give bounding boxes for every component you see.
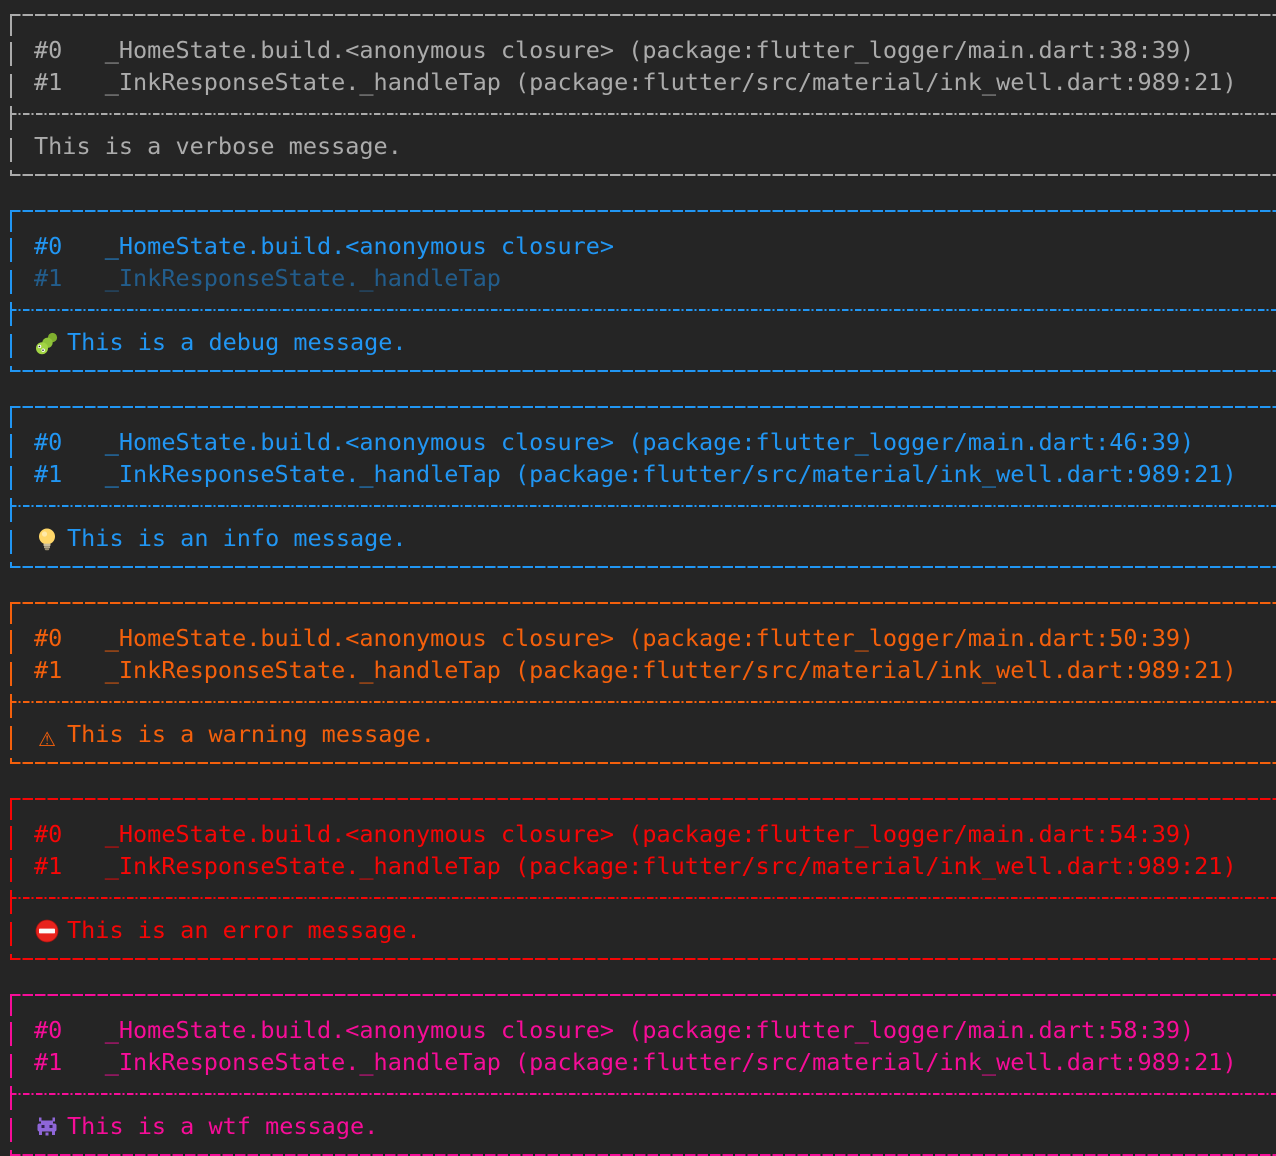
box-bottom-border bbox=[10, 566, 1276, 568]
stack-frame-index: #0 bbox=[34, 624, 63, 652]
box-bottom-border bbox=[10, 174, 1276, 176]
alien-monster-emoji-icon bbox=[34, 1114, 60, 1140]
stack-frame-index: #1 bbox=[34, 460, 63, 488]
log-message-text: This is a warning message. bbox=[67, 720, 435, 748]
stack-frame: #0 _HomeState.build.<anonymous closure> (… bbox=[10, 818, 1276, 850]
stack-frame: #0 _HomeState.build.<anonymous closure> (… bbox=[10, 426, 1276, 458]
stack-frame-text: _HomeState.build.<anonymous closure> (pa… bbox=[104, 1016, 1195, 1044]
log-block-wtf: #0 _HomeState.build.<anonymous closure> (… bbox=[10, 994, 1276, 1156]
box-divider-line bbox=[10, 309, 1276, 311]
stack-frame-text: _HomeState.build.<anonymous closure> (pa… bbox=[104, 428, 1195, 456]
stack-frame-index: #1 bbox=[34, 68, 63, 96]
log-message: This is a wtf message. bbox=[10, 1110, 1276, 1142]
stack-frame-index: #0 bbox=[34, 232, 63, 260]
box-bottom-border bbox=[10, 370, 1276, 372]
log-message: This is an error message. bbox=[10, 914, 1276, 946]
box-left-border bbox=[10, 996, 12, 1154]
log-block-error: #0 _HomeState.build.<anonymous closure> (… bbox=[10, 798, 1276, 960]
box-bottom-border bbox=[10, 1154, 1276, 1156]
box-divider bbox=[10, 490, 1276, 522]
log-block-rows: #0 _HomeState.build.<anonymous closure> (… bbox=[10, 408, 1276, 554]
stack-frame: #0 _HomeState.build.<anonymous closure> (… bbox=[10, 34, 1276, 66]
stack-frame-text: _HomeState.build.<anonymous closure> (pa… bbox=[104, 820, 1195, 848]
box-left-border bbox=[10, 212, 12, 370]
stack-frame-index: #1 bbox=[34, 1048, 63, 1076]
box-divider-line bbox=[10, 1093, 1276, 1095]
log-block-rows: #0 _HomeState.build.<anonymous closure> (… bbox=[10, 996, 1276, 1142]
box-divider-line bbox=[10, 113, 1276, 115]
stack-frame-text: _InkResponseState._handleTap (package:fl… bbox=[104, 1048, 1237, 1076]
box-divider-line bbox=[10, 505, 1276, 507]
stack-frame-text: _HomeState.build.<anonymous closure> bbox=[104, 232, 615, 260]
stack-frame-index: #1 bbox=[34, 852, 63, 880]
log-block-verbose: #0 _HomeState.build.<anonymous closure> (… bbox=[10, 14, 1276, 176]
stack-frame-text: _InkResponseState._handleTap (package:fl… bbox=[104, 656, 1237, 684]
log-message-text: This is an error message. bbox=[67, 916, 421, 944]
log-block-rows: #0 _HomeState.build.<anonymous closure> #… bbox=[10, 212, 1276, 358]
stack-frame: #1 _InkResponseState._handleTap (package:… bbox=[10, 1046, 1276, 1078]
log-message-text: This is a debug message. bbox=[67, 328, 407, 356]
log-block-warning: #0 _HomeState.build.<anonymous closure> (… bbox=[10, 602, 1276, 764]
log-message-text: This is a wtf message. bbox=[67, 1112, 379, 1140]
box-left-border bbox=[10, 800, 12, 958]
log-message: This is a debug message. bbox=[10, 326, 1276, 358]
stack-frame-text: _InkResponseState._handleTap (package:fl… bbox=[104, 68, 1237, 96]
stack-frame: #1 _InkResponseState._handleTap (package:… bbox=[10, 850, 1276, 882]
box-top-border bbox=[10, 210, 1276, 212]
stack-frame-index: #0 bbox=[34, 428, 63, 456]
log-block-debug: #0 _HomeState.build.<anonymous closure> #… bbox=[10, 210, 1276, 372]
box-left-border bbox=[10, 604, 12, 762]
light-bulb-emoji-icon bbox=[34, 526, 60, 552]
stack-frame: #1 _InkResponseState._handleTap (package:… bbox=[10, 66, 1276, 98]
stack-frame-index: #0 bbox=[34, 36, 63, 64]
log-message: This is an info message. bbox=[10, 522, 1276, 554]
box-divider bbox=[10, 686, 1276, 718]
stack-frame: #0 _HomeState.build.<anonymous closure> (… bbox=[10, 622, 1276, 654]
log-message: This is a verbose message. bbox=[10, 130, 1276, 162]
box-left-border bbox=[10, 16, 12, 174]
log-block-rows: #0 _HomeState.build.<anonymous closure> (… bbox=[10, 800, 1276, 946]
box-bottom-border bbox=[10, 958, 1276, 960]
box-top-border bbox=[10, 406, 1276, 408]
box-bottom-border bbox=[10, 762, 1276, 764]
box-left-border bbox=[10, 408, 12, 566]
box-divider bbox=[10, 882, 1276, 914]
log-message-text: This is a verbose message. bbox=[34, 132, 402, 160]
log-block-rows: #0 _HomeState.build.<anonymous closure> (… bbox=[10, 604, 1276, 751]
stack-frame-text: _HomeState.build.<anonymous closure> (pa… bbox=[104, 36, 1195, 64]
box-divider-line bbox=[10, 897, 1276, 899]
box-divider-line bbox=[10, 701, 1276, 703]
stack-frame-index: #0 bbox=[34, 1016, 63, 1044]
box-divider bbox=[10, 1078, 1276, 1110]
stack-frame-index: #0 bbox=[34, 820, 63, 848]
box-top-border bbox=[10, 602, 1276, 604]
log-block-rows: #0 _HomeState.build.<anonymous closure> (… bbox=[10, 16, 1276, 162]
stack-frame: #1 _InkResponseState._handleTap (package:… bbox=[10, 458, 1276, 490]
stack-frame-index: #1 bbox=[34, 656, 63, 684]
stack-frame-index: #1 bbox=[34, 264, 63, 292]
box-top-border bbox=[10, 14, 1276, 16]
stack-frame-text: _HomeState.build.<anonymous closure> (pa… bbox=[104, 624, 1195, 652]
log-block-info: #0 _HomeState.build.<anonymous closure> (… bbox=[10, 406, 1276, 568]
stack-frame: #0 _HomeState.build.<anonymous closure> (… bbox=[10, 1014, 1276, 1046]
stack-frame-dimmed: #1 _InkResponseState._handleTap bbox=[10, 262, 1276, 294]
bug-emoji-icon bbox=[34, 330, 60, 356]
log-message-text: This is an info message. bbox=[67, 524, 407, 552]
log-message: ⚠ This is a warning message. bbox=[10, 718, 1276, 751]
box-top-border bbox=[10, 798, 1276, 800]
box-divider bbox=[10, 294, 1276, 326]
warning-sign-icon: ⚠ bbox=[38, 727, 56, 751]
terminal-output: #0 _HomeState.build.<anonymous closure> (… bbox=[10, 14, 1276, 1156]
stack-frame-text: _InkResponseState._handleTap bbox=[104, 264, 501, 292]
no-entry-emoji-icon bbox=[34, 918, 60, 944]
stack-frame: #0 _HomeState.build.<anonymous closure> bbox=[10, 230, 1276, 262]
box-top-border bbox=[10, 994, 1276, 996]
stack-frame-text: _InkResponseState._handleTap (package:fl… bbox=[104, 460, 1237, 488]
box-divider bbox=[10, 98, 1276, 130]
stack-frame-text: _InkResponseState._handleTap (package:fl… bbox=[104, 852, 1237, 880]
stack-frame: #1 _InkResponseState._handleTap (package:… bbox=[10, 654, 1276, 686]
